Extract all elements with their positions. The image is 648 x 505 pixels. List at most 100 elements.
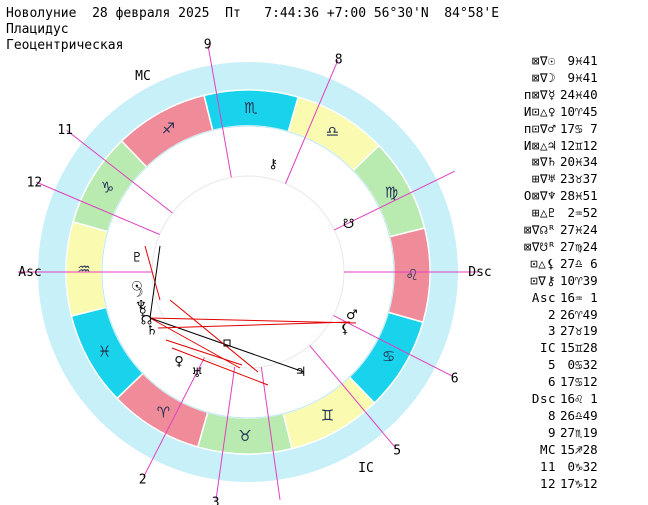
dsc-label: Dsc	[468, 265, 491, 280]
position-label: О⊠∇♆	[523, 188, 556, 204]
house-number-label: 9	[204, 38, 212, 53]
zodiac-sign-glyph: ♍	[385, 183, 398, 201]
house-cusp-line	[333, 315, 454, 377]
position-label: ⊠∇☋ᴿ	[523, 238, 556, 254]
position-value: 17♋ 7	[560, 120, 598, 136]
planet-glyph: ♆	[135, 299, 147, 314]
planet-glyph: ☋	[343, 217, 355, 232]
position-value: 27♉19	[560, 323, 598, 339]
house-cusp-line	[36, 181, 160, 235]
zodiac-sign-glyph: ♎	[326, 122, 339, 140]
position-row: ⊠∇☽ 9♓41	[498, 70, 643, 86]
position-row: ⊠∇♄20♓34	[498, 154, 643, 170]
zodiac-sign-glyph: ♈	[157, 404, 170, 422]
planet-glyph: ♄	[146, 324, 158, 339]
aspect-line	[171, 347, 269, 386]
position-value: 27♍24	[560, 238, 598, 254]
mc-label: MC	[135, 69, 151, 84]
position-label: 3	[547, 323, 556, 339]
position-row: ⊡∇⚷10♈39	[498, 273, 643, 289]
position-label: IC	[539, 340, 556, 356]
position-label: ⊞△♇	[531, 205, 556, 221]
position-row: ⊞△♇ 2♒52	[498, 205, 643, 221]
position-label: Asc	[531, 289, 556, 305]
planet-glyph: ⚷	[268, 157, 278, 172]
position-label: 2	[547, 306, 556, 322]
position-value: 16♌ 1	[560, 391, 598, 406]
planet-glyph: ♃	[295, 365, 307, 380]
zodiac-sign-glyph: ♏	[244, 99, 258, 117]
house-cusp-line	[260, 366, 281, 500]
planet-glyph: ⚸	[340, 322, 350, 337]
house-cusp-line	[285, 60, 339, 184]
position-label: 8	[547, 407, 556, 423]
position-value: 15♐28	[560, 441, 598, 457]
house-cusp-line	[309, 345, 397, 449]
house-cusp-line	[207, 45, 232, 178]
position-label: 11	[539, 458, 556, 474]
position-value: 23♉37	[560, 171, 598, 187]
zodiac-sign-glyph: ♋	[382, 347, 395, 365]
position-row: п⊡∇♂17♋ 7	[498, 121, 643, 137]
coordinate-system-label: Геоцентрическая	[6, 38, 124, 53]
ic-label: IC	[358, 461, 374, 476]
position-row: ⊡△⚸27♎ 6	[498, 256, 643, 272]
position-value: 0♑32	[560, 458, 598, 474]
position-value: 27♓24	[560, 222, 598, 237]
position-value: 26♎49	[560, 407, 598, 423]
planet-glyph: ♇	[131, 250, 143, 265]
position-row: п⊠∇☿24♓40	[498, 87, 643, 103]
house-number-label: 6	[451, 371, 459, 386]
aspect-line	[157, 321, 351, 329]
zodiac-sign-glyph: ♉	[238, 427, 251, 445]
position-row: 5 0♋32	[498, 357, 643, 373]
position-value: 12♊12	[560, 137, 598, 153]
position-value: 2♒52	[560, 205, 598, 221]
position-value: 17♋12	[560, 374, 598, 390]
house-number-label: 11	[57, 123, 73, 138]
house-cusp-line	[215, 366, 236, 500]
position-row: И⊡△♀10♈45	[498, 104, 643, 120]
position-label: ⊠∇☽	[531, 69, 556, 85]
house-number-label: 3	[212, 496, 220, 505]
position-label: ⊞∇♅	[531, 171, 556, 187]
aspect-square-marker	[223, 339, 231, 347]
planet-glyph: ☊	[141, 313, 153, 328]
position-value: 27♏19	[560, 424, 598, 440]
planet-glyph: ☿	[139, 304, 147, 319]
house-cusp-line	[66, 130, 173, 214]
position-row: ⊠∇☉ 9♓41	[498, 53, 643, 69]
position-row: ⊞∇♅23♉37	[498, 171, 643, 187]
planet-glyph: ♂	[346, 308, 358, 323]
zodiac-sign-glyph: ♒	[77, 260, 90, 278]
position-value: 24♓40	[560, 86, 598, 102]
position-value: 9♓41	[560, 69, 598, 85]
position-value: 20♓34	[560, 154, 598, 170]
aspect-line	[149, 317, 357, 324]
house-number-label: 12	[27, 175, 43, 190]
position-value: 0♋32	[560, 357, 598, 373]
aspect-line	[149, 317, 241, 369]
position-label: ⊡△⚸	[530, 255, 556, 271]
zodiac-sign-glyph: ♐	[162, 120, 175, 138]
house-system-label: Плацидус	[6, 22, 69, 37]
position-label: ⊡∇⚷	[530, 272, 556, 288]
position-value: 26♈49	[560, 306, 598, 322]
position-value: 17♑12	[560, 475, 598, 491]
aspect-line	[149, 245, 161, 319]
inner-circle	[151, 175, 345, 369]
position-label: И⊡△♀	[523, 103, 556, 119]
planet-glyph: ♅	[191, 366, 203, 381]
